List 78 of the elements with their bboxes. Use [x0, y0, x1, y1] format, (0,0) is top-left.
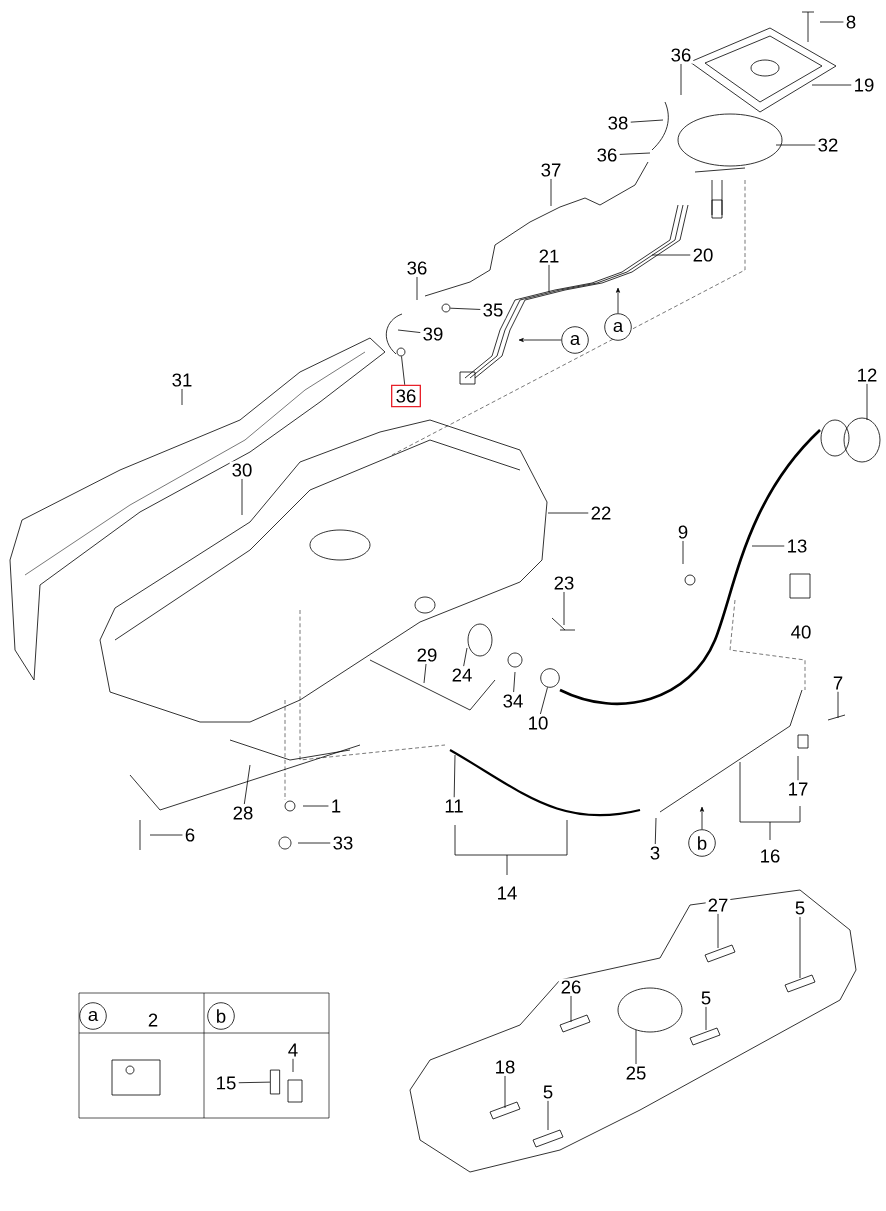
leader-line: [397, 329, 421, 333]
leader-line: [635, 1029, 637, 1065]
leader-line: [680, 63, 682, 96]
leader-line: [453, 754, 456, 798]
leader-line: [550, 178, 552, 207]
callout-number: 39: [420, 325, 446, 343]
leader-line: [682, 540, 684, 565]
callout-number: 34: [500, 692, 526, 710]
callout-number: 30: [229, 461, 255, 479]
leader-line: [717, 913, 719, 949]
part-circle: [540, 668, 560, 688]
leader-line: [799, 916, 801, 979]
leader-line: [619, 152, 651, 155]
leader-line: [705, 1006, 707, 1031]
callout-number: 13: [784, 537, 810, 555]
leader-line: [547, 512, 589, 514]
circled-letter: a: [561, 326, 589, 354]
callout-number: 32: [815, 136, 841, 154]
circled-letter: b: [688, 829, 716, 857]
callout-number: 35: [480, 301, 506, 319]
callout-number: 19: [851, 76, 877, 94]
part-box: [269, 1069, 281, 1095]
circled-letter: b: [207, 1002, 235, 1030]
leader-line: [570, 995, 572, 1023]
callout-number: 2: [148, 1013, 158, 1027]
callout-number: 36: [668, 46, 694, 64]
callout-number: 31: [169, 371, 195, 389]
leader-line: [654, 817, 657, 845]
leader-line: [797, 755, 799, 781]
callout-number: 20: [690, 246, 716, 264]
leader-line: [811, 84, 852, 86]
leader-line: [837, 691, 839, 719]
callout-number: 36: [404, 259, 430, 277]
leader-line: [540, 687, 548, 715]
callout-number: 10: [525, 714, 551, 732]
leader-line: [238, 1081, 271, 1084]
callout-number: 29: [414, 646, 440, 664]
circled-letter: a: [79, 1002, 107, 1030]
leader-line: [302, 805, 329, 807]
callout-number: 25: [623, 1064, 649, 1082]
leader-line: [243, 764, 251, 805]
callout-number: 26: [558, 978, 584, 996]
leader-line: [513, 671, 516, 693]
arrow: [616, 287, 620, 314]
leader-line: [423, 663, 427, 684]
leader-line: [416, 276, 418, 301]
leader-line: [819, 21, 844, 23]
leader-line: [866, 383, 868, 421]
callout-number: 36: [594, 146, 620, 164]
leader-line: [548, 264, 550, 293]
leader-line: [181, 388, 183, 406]
leader-line: [504, 1075, 506, 1109]
callout-number: 37: [538, 161, 564, 179]
callout-number: 23: [551, 574, 577, 592]
leader-line: [463, 647, 468, 667]
arrow: [700, 806, 704, 830]
leader-line: [450, 307, 481, 310]
callout-number: 33: [330, 834, 356, 852]
leader-line: [775, 144, 816, 146]
leader-line: [401, 355, 406, 386]
leader-line: [297, 842, 331, 844]
arrow: [518, 338, 562, 342]
callout-number: 16: [761, 849, 780, 863]
callout-number: 18: [492, 1058, 518, 1076]
circled-letter: a: [604, 313, 632, 341]
leader-line: [241, 478, 243, 516]
callout-number: 38: [605, 114, 631, 132]
leader-line: [292, 1058, 294, 1073]
leader-line: [651, 254, 691, 256]
callout-number: 40: [791, 625, 811, 639]
highlighted-callout: 36: [391, 384, 421, 408]
leader-line: [149, 834, 183, 836]
leader-line: [630, 119, 664, 123]
callout-number: 28: [230, 804, 256, 822]
leader-line: [547, 1100, 549, 1131]
callout-number: 14: [498, 886, 517, 900]
leader-line: [751, 545, 785, 547]
leader-line: [563, 591, 565, 626]
